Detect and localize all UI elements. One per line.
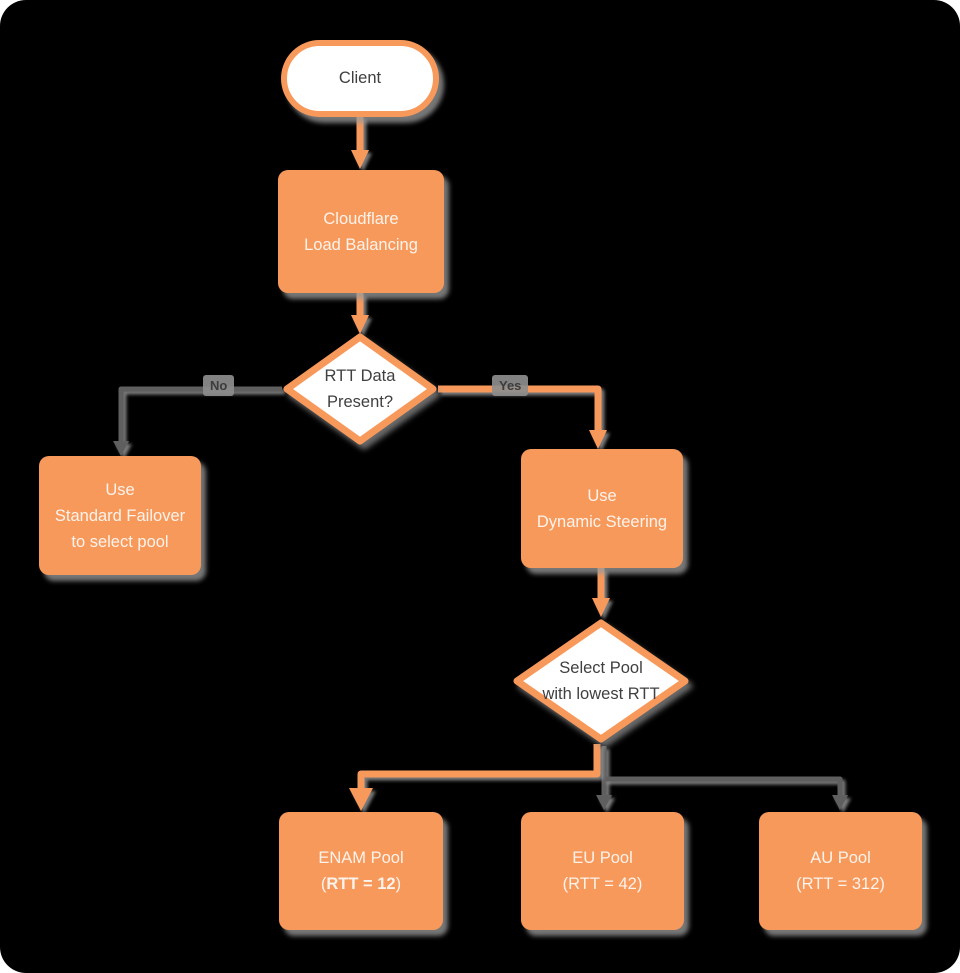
node-au-pool: AU Pool (RTT = 312) bbox=[759, 812, 922, 930]
eu-rtt-value: RTT = 42 bbox=[568, 875, 637, 893]
rtt-decision-line2: Present? bbox=[326, 393, 394, 411]
arrowhead-orange-lb bbox=[351, 150, 369, 169]
node-enam-pool: ENAM Pool (RTT = 12) bbox=[279, 812, 443, 930]
edge-rtt-no-to-failover bbox=[113, 386, 282, 456]
au-rtt-open: ( bbox=[796, 875, 802, 893]
rtt-decision-line1: RTT Data bbox=[324, 367, 396, 385]
enam-rtt-value: RTT = 12 bbox=[326, 875, 396, 893]
enam-pool-title: ENAM Pool bbox=[318, 849, 404, 867]
edge-dynamic-to-select bbox=[592, 568, 610, 617]
select-pool-diamond-shape bbox=[513, 619, 689, 743]
arrowhead-orange-select bbox=[592, 598, 610, 617]
enam-rtt-open: ( bbox=[320, 875, 327, 893]
eu-rtt-open: ( bbox=[562, 875, 569, 893]
rtt-decision-text: RTT Data Present? bbox=[325, 363, 396, 415]
au-rtt-value: RTT = 312 bbox=[801, 875, 880, 893]
eu-rtt-close: ) bbox=[636, 875, 643, 893]
arrowhead-gray-eu bbox=[596, 795, 612, 810]
edge-loadbalancing-to-rtt bbox=[351, 293, 369, 334]
enam-pool-rtt: (RTT = 12) bbox=[321, 871, 401, 897]
select-pool-text: Select Pool with lowest RTT bbox=[542, 655, 659, 707]
eu-pool-title: EU Pool bbox=[572, 849, 633, 867]
load-balancing-line1: Cloudflare bbox=[323, 209, 399, 228]
arrowhead-orange-enam bbox=[349, 788, 373, 811]
rtt-diamond-shape bbox=[283, 333, 437, 445]
node-dynamic-steering: Use Dynamic Steering bbox=[521, 449, 683, 568]
edge-select-to-eu-pool bbox=[596, 746, 612, 810]
edge-select-to-enam-pool bbox=[349, 744, 601, 811]
arrowhead-orange-rtt bbox=[351, 315, 369, 334]
node-eu-pool: EU Pool (RTT = 42) bbox=[521, 812, 684, 930]
standard-failover-line1: Use bbox=[105, 480, 135, 499]
edge-label-no: No bbox=[203, 375, 235, 396]
node-rtt-decision: RTT Data Present? bbox=[282, 332, 438, 446]
node-client: Client bbox=[281, 40, 439, 117]
select-pool-line2: with lowest RTT bbox=[542, 685, 660, 703]
node-load-balancing: Cloudflare Load Balancing bbox=[278, 170, 444, 293]
edge-client-to-loadbalancing bbox=[351, 116, 369, 169]
select-pool-line1: Select Pool bbox=[559, 659, 643, 677]
enam-rtt-close: ) bbox=[395, 875, 402, 893]
eu-pool-rtt: (RTT = 42) bbox=[563, 871, 643, 897]
dynamic-steering-line1: Use bbox=[587, 486, 617, 505]
client-label: Client bbox=[338, 69, 382, 87]
au-pool-rtt: (RTT = 312) bbox=[796, 871, 885, 897]
arrowhead-orange-dynamic bbox=[589, 430, 607, 449]
node-standard-failover: Use Standard Failover to select pool bbox=[39, 456, 201, 575]
dynamic-steering-line2: Dynamic Steering bbox=[536, 512, 668, 531]
au-pool-title: AU Pool bbox=[810, 849, 871, 867]
edge-rtt-yes-to-dynamic bbox=[438, 385, 607, 449]
standard-failover-line3: to select pool bbox=[71, 532, 169, 551]
edge-label-yes: Yes bbox=[492, 375, 529, 396]
edge-select-to-au-pool bbox=[604, 776, 848, 810]
au-rtt-close: ) bbox=[879, 875, 885, 893]
node-select-pool: Select Pool with lowest RTT bbox=[512, 618, 690, 744]
arrowhead-gray-au bbox=[832, 795, 848, 810]
standard-failover-line2: Standard Failover bbox=[54, 506, 186, 525]
load-balancing-line2: Load Balancing bbox=[304, 235, 418, 254]
arrowhead-gray-failover bbox=[113, 441, 129, 456]
